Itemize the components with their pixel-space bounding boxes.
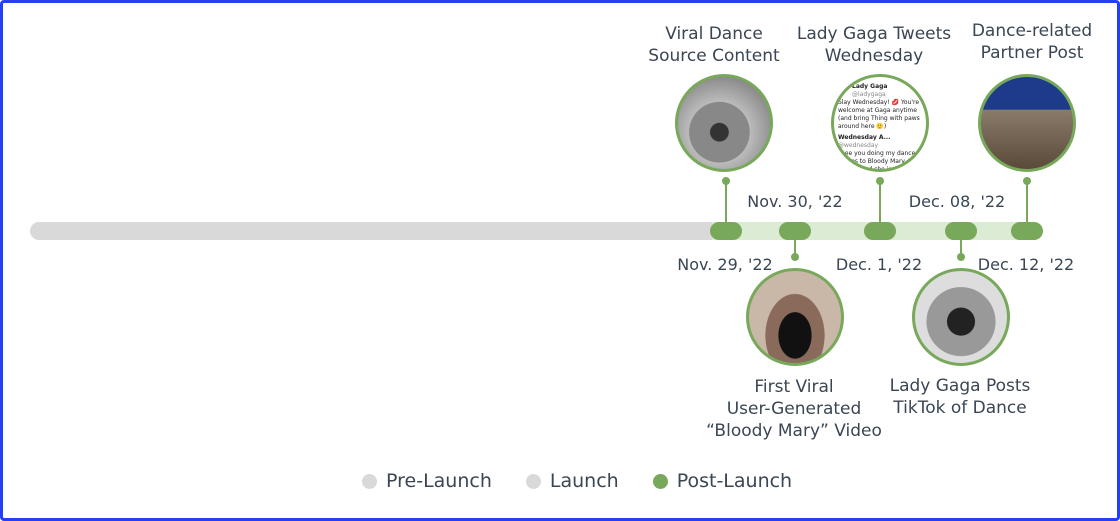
event-4-connector — [960, 239, 962, 257]
title-line: First Viral — [754, 377, 834, 397]
tweet-text: Slay Wednesday! 💋 You're welcome at Gaga… — [838, 99, 920, 130]
event-5-connector — [1026, 181, 1028, 223]
event-5-dot — [1023, 177, 1031, 185]
title-line: TikTok of Dance — [893, 398, 1027, 418]
legend-label: Post-Launch — [676, 470, 793, 492]
event-4-date: Dec. 08, '22 — [908, 192, 1006, 211]
event-3-dot — [876, 177, 884, 185]
event-1-image — [675, 74, 773, 172]
title-line: Dance-related — [971, 21, 1093, 41]
timeline-pre-launch-bar — [30, 222, 730, 240]
legend-item-launch: Launch — [525, 470, 619, 492]
legend-label: Launch — [549, 470, 619, 492]
legend-swatch-icon — [525, 473, 541, 489]
event-2-date: Nov. 30, '22 — [747, 192, 843, 211]
title-line: Wednesday — [824, 46, 924, 66]
legend-label: Pre-Launch — [386, 470, 492, 492]
title-line: User-Generated — [726, 399, 862, 419]
event-3-date: Dec. 1, '22 — [835, 255, 923, 274]
event-5-image — [978, 74, 1076, 172]
quoted-author: Wednesday A... — [838, 134, 891, 141]
legend-swatch-icon — [652, 473, 668, 489]
event-3-tweet-image: Lady Gaga@ladygaga Slay Wednesday! 💋 You… — [831, 74, 929, 172]
event-1-dot — [722, 177, 730, 185]
event-4-image — [912, 268, 1010, 366]
event-5-marker — [1011, 222, 1043, 240]
event-3-connector — [879, 181, 881, 223]
legend-swatch-icon — [362, 473, 377, 489]
event-4-dot — [957, 253, 965, 261]
tweet-handle: @ladygaga — [852, 91, 886, 98]
event-1-date: Nov. 29, '22 — [677, 255, 773, 274]
title-line: Partner Post — [980, 43, 1084, 63]
legend: Pre-Launch Launch Post-Launch — [362, 470, 826, 492]
legend-item-post-launch: Post-Launch — [652, 470, 793, 492]
event-1-marker — [710, 222, 742, 240]
event-2-marker — [779, 222, 811, 240]
quoted-handle: @wednesday — [838, 142, 879, 149]
event-1-connector — [725, 181, 727, 223]
event-2-image — [746, 268, 844, 366]
title-line: Source Content — [648, 46, 780, 66]
event-5-date: Dec. 12, '22 — [977, 255, 1075, 274]
title-line: Lady Gaga Tweets — [796, 24, 952, 44]
legend-item-pre-launch: Pre-Launch — [362, 470, 492, 492]
title-line: Lady Gaga Posts — [889, 376, 1031, 396]
event-4-marker — [945, 222, 977, 240]
title-line: Viral Dance — [665, 24, 763, 44]
event-3-marker — [864, 222, 896, 240]
event-2-connector — [794, 239, 796, 257]
title-line: “Bloody Mary” Video — [706, 421, 882, 441]
tweet-author: Lady Gaga — [852, 83, 888, 90]
event-2-dot — [791, 253, 799, 261]
